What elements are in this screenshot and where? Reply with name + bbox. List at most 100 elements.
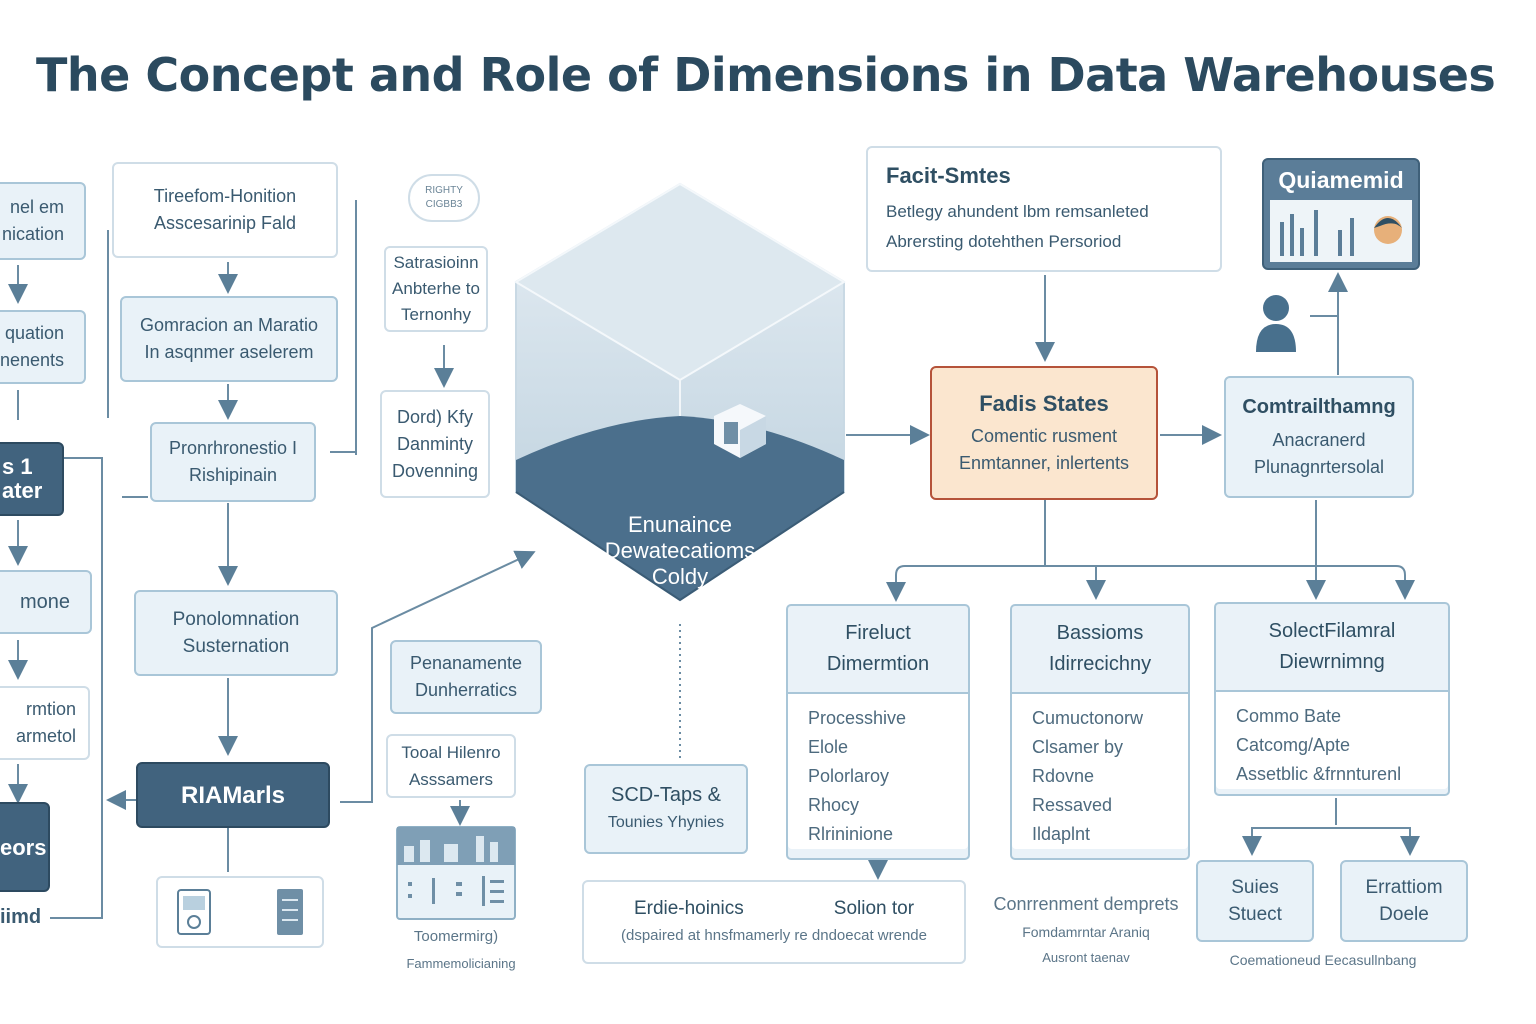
list-item: Ildaplnt — [1032, 824, 1091, 844]
facts-top-line1: Betlegy ahundent lbm remsanleted — [886, 201, 1149, 221]
cube-label-line3: Coldy — [651, 564, 709, 589]
list-item: Catcomg/Apte — [1236, 735, 1351, 755]
dim-card-1[interactable]: Fireluct Dimermtion Processhive Elole Po… — [786, 604, 970, 860]
fact-states-line2: Enmtanner, inlertents — [958, 452, 1130, 473]
device-icon — [177, 889, 211, 935]
cube-label: Enunaince Dewatecatioms Coldy — [560, 508, 800, 594]
left-box-4-label: mone — [19, 590, 70, 613]
col3-badge: RIGHTY CIGBB3 — [408, 174, 480, 222]
col2-box-4-line2: Susternation — [182, 636, 290, 657]
left-box-3-line2: ater — [2, 478, 43, 503]
right-box[interactable]: Comtrailthamng Anacranerd Plunagnrtersol… — [1224, 376, 1414, 498]
left-box-1-line1: nel em — [9, 197, 64, 217]
list-item: Commo Bate — [1236, 706, 1342, 726]
dim-card-1-title2: Dimermtion — [826, 653, 930, 675]
col3-box-4-line2: Asssamers — [408, 770, 494, 789]
cube-label-line1: Enunaince — [628, 512, 732, 537]
col3-box-1-line3: Ternonhy — [401, 305, 471, 324]
dim-card-1-items: Processhive Elole Polorlaroy Rhocy Rlrin… — [788, 694, 968, 849]
list-item: Rhocy — [808, 795, 860, 815]
col3-box-2-line3: Dovenning — [391, 460, 479, 481]
dim-card-3-items: Commo Bate Catcomg/Apte Assetblic &frnnt… — [1216, 692, 1448, 789]
right-box-line2: Plunagnrtersolal — [1253, 456, 1385, 477]
right-box-title: Comtrailthamng — [1242, 395, 1396, 418]
left-bottom-label: iimd — [0, 906, 42, 928]
bottom-text-3: Ausront taenav — [1042, 950, 1130, 965]
col2-box-3[interactable]: Pronrhronestio I Rishipinain — [150, 422, 316, 502]
col3-box-2-line2: Danminty — [396, 433, 474, 454]
list-item: Assetblic &frnnturenl — [1236, 764, 1402, 784]
sub-box-2-line2: Doele — [1379, 904, 1429, 925]
col3-badge-line2: CIGBB3 — [425, 199, 463, 210]
col3-box-3[interactable]: Penanamente Dunherratics — [390, 640, 542, 714]
dim-card-3-header: SolectFilamral Diewrnimng — [1216, 604, 1448, 692]
col3-box-2[interactable]: Dord) Kfy Danminty Dovenning — [380, 390, 490, 498]
col3-box-4[interactable]: Tooal Hilenro Asssamers — [386, 734, 516, 798]
dim-card-2[interactable]: Bassioms Idirrecichny Cumuctonorw Clsame… — [1010, 604, 1190, 860]
sub-box-1-line1: Suies — [1231, 877, 1279, 898]
dim-card-2-header: Bassioms Idirrecichny — [1012, 606, 1188, 694]
left-box-5-line2: armetol — [15, 726, 76, 746]
dim-card-2-items: Cumuctonorw Clsamer by Rdovne Ressaved I… — [1012, 694, 1188, 849]
col3-badge-line1: RIGHTY — [425, 185, 463, 196]
bottom-wide-box[interactable]: Erdie-hoinics Solion tor (dspaired at hn… — [582, 880, 966, 964]
facts-top-box[interactable]: Facit-Smtes Betlegy ahundent lbm remsanl… — [866, 146, 1222, 272]
sub-box-2-line1: Errattiom — [1365, 877, 1443, 898]
col3-caption-1: Toomermirg) — [413, 928, 499, 945]
col3-box-1-line2: Anbterhe to — [392, 279, 480, 298]
col2-box-3-line1: Pronrhronestio I — [168, 438, 298, 458]
page-title: The Concept and Role of Dimensions in Da… — [36, 48, 1496, 102]
sub-box-1-line2: Stuect — [1228, 904, 1282, 925]
list-item: Rlrininione — [808, 824, 894, 844]
dim-card-3-title1: SolectFilamral — [1268, 620, 1396, 642]
col2-box-3-line2: Rishipinain — [188, 465, 278, 485]
col3-box-1[interactable]: Satrasioinn Anbterhe to Ternonhy — [384, 246, 488, 332]
scd-box[interactable]: SCD-Taps & Tounies Yhynies — [584, 764, 748, 854]
list-item: Elole — [808, 737, 849, 757]
left-box-3-line1: s 1 — [2, 454, 33, 479]
facts-top-line2: Abrersting dotehthen Persoriod — [886, 231, 1122, 251]
right-box-line1: Anacranerd — [1272, 429, 1366, 450]
col3-box-3-line1: Penanamente — [409, 653, 523, 673]
col2-box-1-line1: Tireefom-Honition — [153, 186, 297, 206]
bottom-text-2: Fomdamrntar Araniq — [1022, 924, 1150, 940]
dim-card-2-title1: Bassioms — [1056, 622, 1144, 644]
data-cube — [512, 180, 848, 616]
col2-box-2[interactable]: Gomracion an Maratio In asqnmer aselerem — [120, 296, 338, 382]
chart-panel-title: Quiamemid — [1278, 167, 1404, 193]
col3-box-4-line1: Tooal Hilenro — [401, 743, 501, 762]
fact-states-box[interactable]: Fadis States Comentic rusment Enmtanner,… — [930, 366, 1158, 500]
bottom-wide-left: Erdie-hoinics — [633, 898, 744, 919]
chart-panel[interactable]: Quiamemid — [1262, 158, 1420, 270]
list-item: Ressaved — [1032, 795, 1113, 815]
dim-card-2-title2: Idirrecichny — [1048, 653, 1152, 675]
left-box-1[interactable]: nel em nication — [0, 182, 86, 260]
server-icon — [277, 889, 303, 935]
left-box-6[interactable]: eors — [0, 802, 50, 892]
sub-box-2[interactable]: Errattiom Doele — [1340, 860, 1468, 942]
left-box-3[interactable]: s 1 ater — [0, 442, 64, 516]
left-box-5-line1: rmtion — [25, 699, 76, 719]
left-box-4[interactable]: mone — [0, 570, 92, 634]
col2-box-4-line1: Ponolomnation — [172, 609, 300, 630]
bottom-wide-subtitle: (dspaired at hnsfmamerly re dndoecat wre… — [621, 927, 927, 944]
sub-box-1[interactable]: Suies Stuect — [1196, 860, 1314, 942]
col2-box-2-line2: In asqnmer aselerem — [144, 342, 314, 362]
left-box-2[interactable]: quation nenents — [0, 310, 86, 384]
dim-card-1-title1: Fireluct — [845, 622, 911, 644]
col3-caption-2: Fammemolicianing — [406, 956, 516, 971]
cube-label-line2: Dewatecatioms — [604, 538, 756, 563]
col2-box-5[interactable]: RIAMarls — [136, 762, 330, 828]
dim-card-1-header: Fireluct Dimermtion — [788, 606, 968, 694]
col2-icon-box — [156, 876, 324, 948]
col2-box-1[interactable]: Tireefom-Honition Asscesarinip Fald — [112, 162, 338, 258]
col2-box-4[interactable]: Ponolomnation Susternation — [134, 590, 338, 676]
list-item: Cumuctonorw — [1032, 708, 1144, 728]
list-item: Processhive — [808, 708, 907, 728]
col2-box-1-line2: Asscesarinip Fald — [153, 213, 297, 233]
left-box-6-label: eors — [0, 834, 47, 860]
dim-card-3[interactable]: SolectFilamral Diewrnimng Commo Bate Cat… — [1214, 602, 1450, 796]
fact-states-line1: Comentic rusment — [970, 425, 1118, 446]
left-box-2-line1: quation — [4, 323, 64, 343]
left-box-5[interactable]: rmtion armetol — [0, 686, 90, 760]
